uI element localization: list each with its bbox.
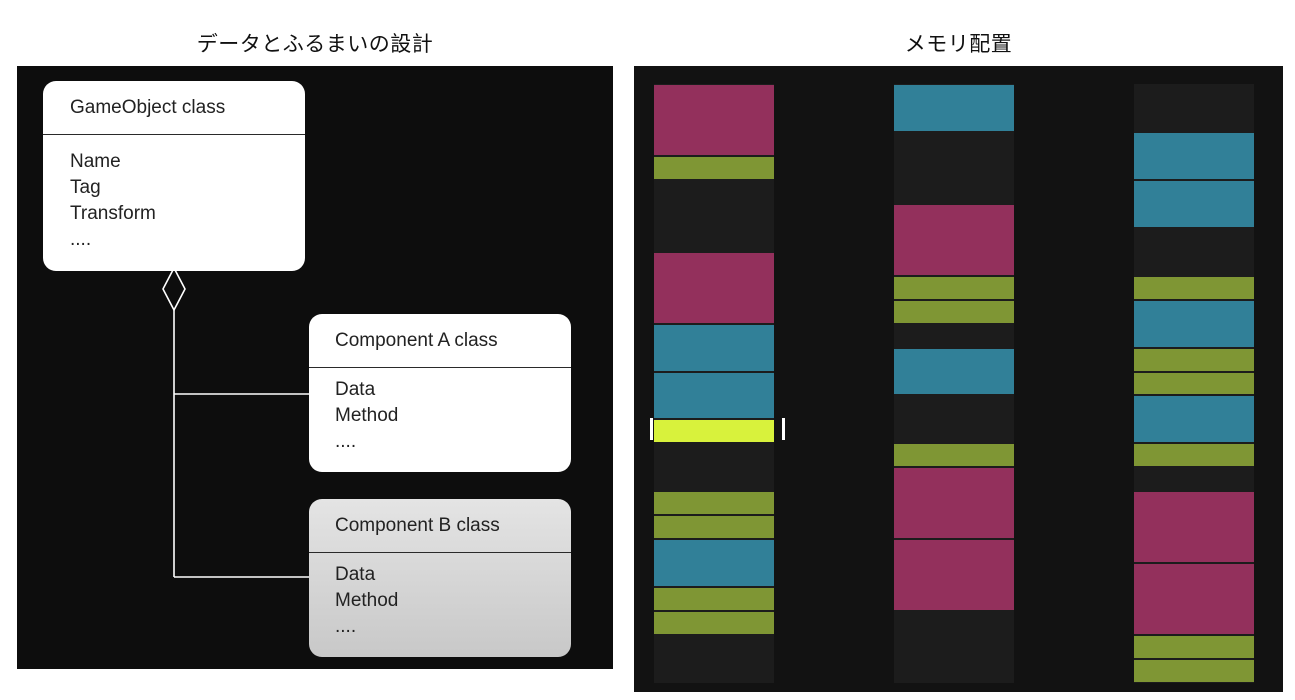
memory-block-olive — [1134, 636, 1254, 659]
memory-block-olive — [654, 612, 774, 635]
memory-block-olive — [654, 588, 774, 611]
gameobject-field-name: Name — [70, 151, 121, 172]
memory-block-teal — [1134, 300, 1254, 347]
memory-block-olive — [894, 276, 1014, 299]
memory-block-teal — [1134, 180, 1254, 227]
memory-column-2 — [894, 84, 1014, 683]
gameobject-field-transform: Transform — [70, 203, 156, 224]
highlight-marker-right — [782, 418, 785, 441]
memory-block-olive — [1134, 372, 1254, 395]
component-a-class-box: Component A class Data Method .... — [309, 314, 571, 472]
gameobject-class-fields: Name Tag Transform .... — [43, 135, 305, 253]
design-title: データとふるまいの設計 — [196, 32, 434, 56]
memory-block-olive — [654, 156, 774, 179]
component-b-class-header: Component B class — [309, 499, 571, 553]
highlight-marker-left — [650, 418, 653, 441]
memory-column-3 — [1134, 84, 1254, 683]
memory-block-olive — [894, 444, 1014, 467]
composition-connector — [162, 266, 309, 578]
memory-layout-panel — [634, 66, 1283, 692]
component-a-field-ellipsis: .... — [335, 431, 357, 452]
memory-column-1 — [654, 84, 774, 683]
memory-block-olive — [1134, 348, 1254, 371]
component-a-class-fields: Data Method .... — [309, 368, 571, 455]
composition-diamond-icon — [162, 266, 186, 312]
gameobject-class-box: GameObject class Name Tag Transform .... — [43, 81, 305, 271]
memory-block-teal — [654, 540, 774, 587]
memory-layout-title: メモリ配置 — [904, 32, 1013, 56]
memory-block-highlight — [654, 420, 774, 443]
memory-block-olive — [1134, 660, 1254, 682]
memory-block-magenta — [894, 468, 1014, 539]
memory-block-magenta — [894, 204, 1014, 275]
component-b-class-fields: Data Method .... — [309, 553, 571, 640]
memory-block-magenta — [894, 540, 1014, 611]
memory-block-teal — [894, 348, 1014, 395]
component-a-class-header: Component A class — [309, 314, 571, 368]
gameobject-class-header: GameObject class — [43, 81, 305, 135]
memory-block-teal — [654, 324, 774, 371]
component-a-field-data: Data — [335, 379, 376, 400]
component-a-field-method: Method — [335, 405, 399, 426]
component-b-field-ellipsis: .... — [335, 616, 357, 637]
memory-block-magenta — [654, 252, 774, 323]
class-diagram-panel: GameObject class Name Tag Transform ....… — [17, 66, 613, 669]
memory-block-magenta — [1134, 492, 1254, 563]
memory-block-teal — [1134, 132, 1254, 179]
memory-block-olive — [654, 492, 774, 515]
memory-block-olive — [894, 300, 1014, 323]
memory-block-teal — [654, 372, 774, 419]
component-b-class-box: Component B class Data Method .... — [309, 499, 571, 657]
memory-block-magenta — [654, 85, 774, 155]
component-b-field-data: Data — [335, 564, 376, 585]
memory-block-teal — [894, 85, 1014, 131]
gameobject-field-tag: Tag — [70, 177, 101, 198]
memory-block-olive — [1134, 444, 1254, 467]
memory-block-teal — [1134, 396, 1254, 443]
gameobject-field-ellipsis: .... — [70, 229, 92, 250]
memory-block-magenta — [1134, 564, 1254, 635]
component-b-field-method: Method — [335, 590, 399, 611]
memory-block-olive — [654, 516, 774, 539]
memory-block-olive — [1134, 276, 1254, 299]
